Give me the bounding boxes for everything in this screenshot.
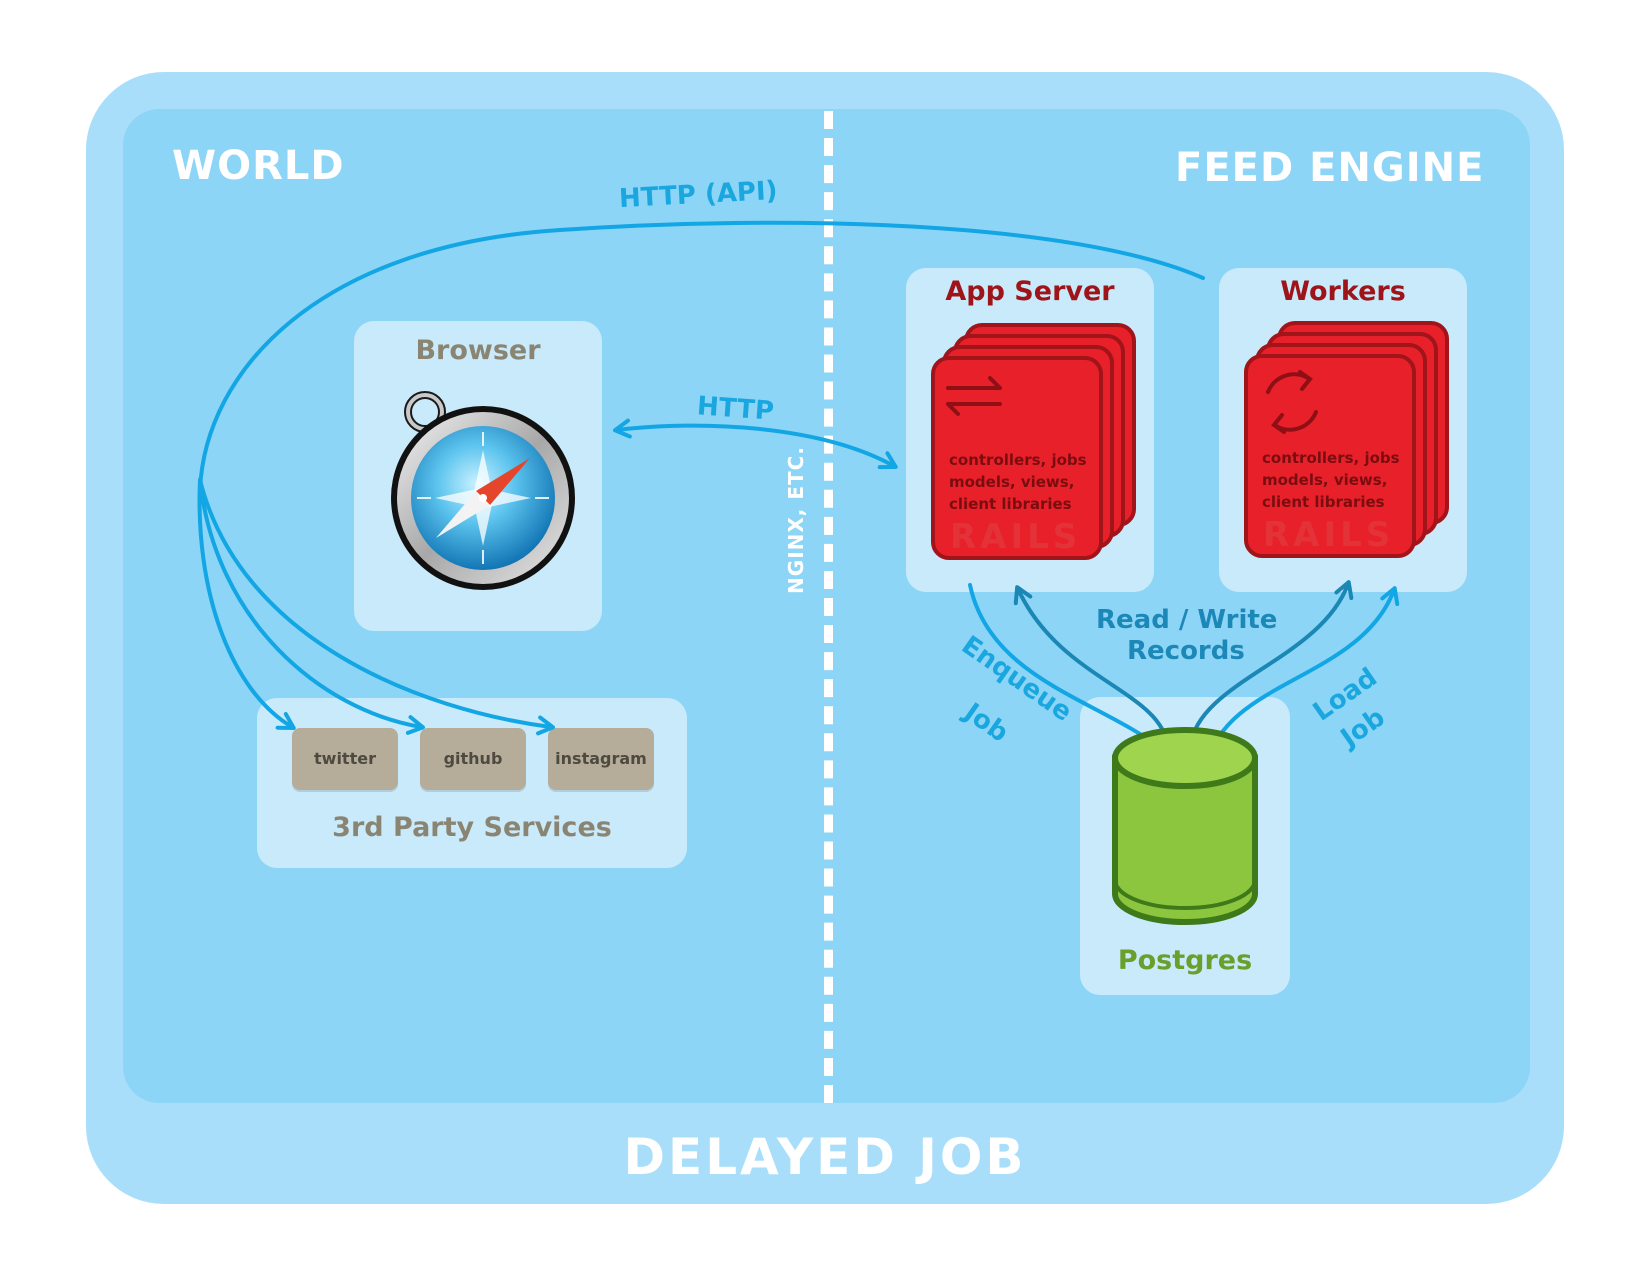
- app-server-label: App Server: [945, 276, 1115, 307]
- world-title: WORLD: [172, 143, 345, 189]
- workers-line-3: client libraries: [1262, 493, 1385, 511]
- http-label: HTTP: [696, 391, 775, 427]
- app-server-cards: RAILS controllers, jobs models, views, c…: [931, 323, 1136, 560]
- read-write-label-line1: Read / Write: [1096, 605, 1278, 635]
- workers-watermark: RAILS: [1263, 515, 1394, 555]
- arrow-to-instagram: [198, 478, 555, 736]
- third-party-panel: twitter github instagram 3rd Party Servi…: [257, 698, 687, 868]
- app-server-line-1: controllers, jobs: [949, 451, 1087, 469]
- app-server-watermark: RAILS: [950, 517, 1081, 557]
- feed-engine-title: FEED ENGINE: [1175, 145, 1485, 191]
- workers-line-1: controllers, jobs: [1262, 449, 1400, 467]
- app-server-line-2: models, views,: [949, 473, 1074, 491]
- delayed-job-title: DELAYED JOB: [623, 1128, 1027, 1186]
- world-engine-divider: [824, 111, 833, 1103]
- arrow-to-twitter: [197, 478, 296, 731]
- read-write-label-line2: Records: [1127, 636, 1245, 666]
- http-arrow: [613, 418, 898, 470]
- workers-line-2: models, views,: [1262, 471, 1387, 489]
- service-twitter: twitter: [292, 728, 398, 790]
- service-instagram: instagram: [548, 728, 654, 790]
- read-write-app-arrow: [1013, 585, 1177, 750]
- refresh-cycle-icon: [1266, 370, 1318, 434]
- workers-label: Workers: [1280, 276, 1406, 307]
- http-api-arrow: [198, 220, 1205, 492]
- read-write-workers-arrow: [1181, 580, 1354, 750]
- safari-compass-icon: [391, 391, 575, 590]
- database-cylinder-icon: [1112, 727, 1258, 925]
- workers-cards: RAILS controllers, jobs models, views, c…: [1244, 321, 1449, 558]
- app-server-line-3: client libraries: [949, 495, 1072, 513]
- postgres-label: Postgres: [1117, 945, 1253, 976]
- service-github: github: [420, 728, 526, 790]
- browser-label: Browser: [415, 335, 541, 366]
- exchange-arrows-icon: [946, 376, 1002, 416]
- third-party-label: 3rd Party Services: [332, 812, 612, 843]
- arrow-to-github: [198, 478, 425, 735]
